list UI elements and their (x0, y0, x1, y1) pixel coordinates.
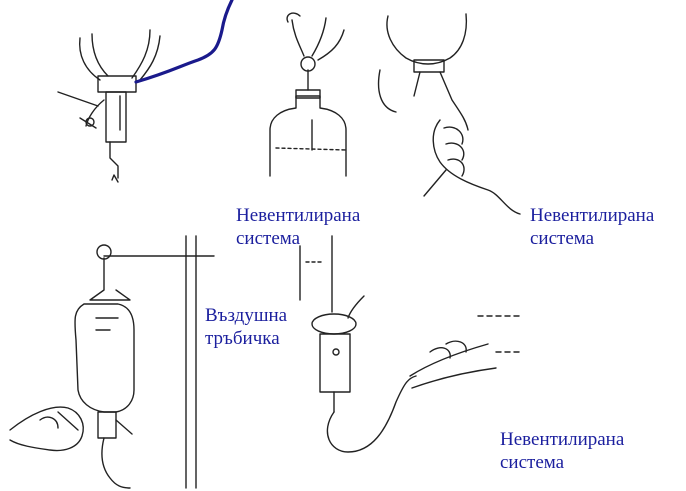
label-air-tube: Въздушна тръбичка (205, 304, 287, 350)
chamber-with-tubing-drawing (300, 236, 520, 452)
label-air-tube-line2: тръбичка (205, 327, 287, 350)
label-unvented-system-2: Невентилирана система (530, 204, 654, 250)
label-unvented-system-2-line2: система (530, 227, 654, 250)
hand-pinch-drawing (379, 14, 520, 214)
label-unvented-system-3: Невентилирана система (500, 428, 624, 474)
label-air-tube-line1: Въздушна (205, 304, 287, 327)
iv-bag-on-pole-drawing (10, 236, 214, 488)
bottle-spike-drawing (270, 13, 346, 176)
blue-air-tube (136, 0, 232, 82)
label-unvented-system-3-line1: Невентилирана (500, 428, 624, 451)
label-unvented-system-2-line1: Невентилирана (530, 204, 654, 227)
label-unvented-system-3-line2: система (500, 451, 624, 474)
label-unvented-system-1-line2: система (236, 227, 360, 250)
label-unvented-system-1-line1: Невентилирана (236, 204, 360, 227)
vented-drip-chamber-drawing (58, 0, 232, 182)
pointer-line (58, 92, 98, 106)
pointer-line (424, 170, 446, 196)
label-unvented-system-1: Невентилирана система (236, 204, 360, 250)
